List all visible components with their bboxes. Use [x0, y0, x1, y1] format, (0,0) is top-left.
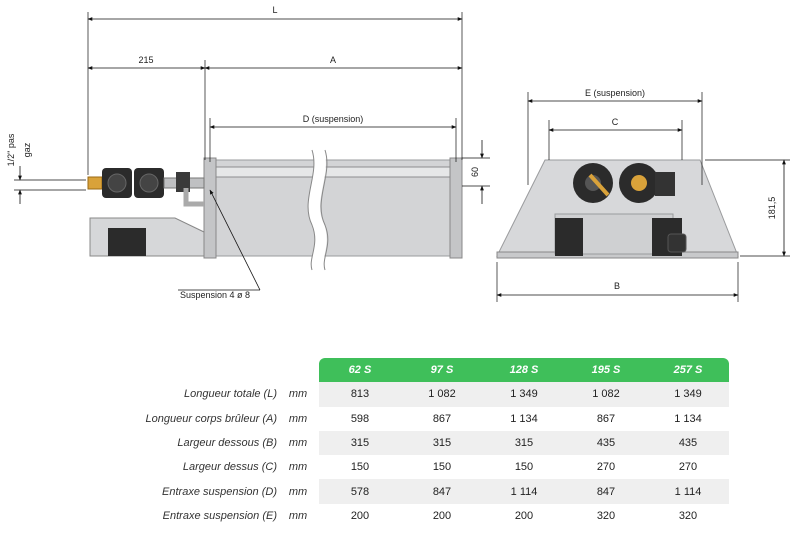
row-label: Largeur dessous (B): [177, 437, 277, 450]
dim-L-label: L: [272, 5, 277, 15]
table-cell: 1 114: [483, 479, 565, 504]
table-row: Largeur dessous (B) mm 315 315 315 435 4…: [100, 430, 729, 456]
table-cell: 1 082: [401, 382, 483, 407]
table-cell: 435: [647, 430, 729, 456]
burner-end-cap: [449, 157, 463, 259]
table-cell: 598: [319, 406, 401, 431]
gas-valve-1-knob: [107, 173, 127, 193]
table-cell: 200: [401, 503, 483, 529]
dim-gaz-label: gaz: [22, 142, 32, 157]
table-row: Entraxe suspension (E) mm 200 200 200 32…: [100, 503, 729, 529]
table-cell: 1 114: [647, 479, 729, 504]
burner-top-tube: [211, 166, 453, 178]
dim-C-label: C: [612, 117, 619, 127]
table-cell: 315: [401, 430, 483, 456]
table-row: Longueur corps brûleur (A) mm 598 867 1 …: [100, 406, 729, 431]
row-unit: mm: [288, 412, 308, 425]
valve-left-center: [585, 175, 601, 191]
dim-E-label: E (suspension): [585, 88, 645, 98]
table-cell: 270: [647, 455, 729, 480]
row-label: Largeur dessus (C): [182, 461, 277, 474]
table-cell: 1 134: [647, 406, 729, 431]
gas-inlet-fitting: [87, 176, 103, 190]
table-cell: 315: [319, 430, 401, 456]
suspension-note: Suspension 4 ø 8: [180, 290, 250, 300]
table-header-row: 62 S 97 S 128 S 195 S 257 S: [100, 358, 729, 383]
table-cell: 315: [483, 430, 565, 456]
table-cell: 867: [401, 406, 483, 431]
table-cell: 847: [401, 479, 483, 504]
table-cell: 200: [483, 503, 565, 529]
table-row: Longueur totale (L) mm 813 1 082 1 349 1…: [100, 382, 729, 407]
table-cell: 320: [647, 503, 729, 529]
table-row: Entraxe suspension (D) mm 578 847 1 114 …: [100, 479, 729, 504]
table-cell: 1 082: [565, 382, 647, 407]
dim-B-label: B: [614, 281, 620, 291]
dim-D-label: D (suspension): [303, 114, 364, 124]
table-cell: 270: [565, 455, 647, 480]
dim-181-label: 181,5: [767, 197, 777, 220]
row-label: Longueur corps brûleur (A): [145, 412, 277, 425]
table-cell: 150: [401, 455, 483, 480]
table-cell: 1 134: [483, 406, 565, 431]
technical-drawing: L 215 A D (suspension) 60 1/2" pas gaz S…: [6, 5, 790, 302]
table-cell: 150: [319, 455, 401, 480]
model-header: 97 S: [401, 358, 483, 383]
gas-valve-2-knob: [139, 173, 159, 193]
dim-pas-label: 1/2" pas: [6, 133, 16, 166]
dim-215-label: 215: [138, 55, 153, 65]
side-view: L 215 A D (suspension) 60 1/2" pas gaz S…: [6, 5, 490, 300]
gas-regulator: [176, 172, 190, 192]
table-cell: 1 349: [647, 382, 729, 407]
table-cell: 200: [319, 503, 401, 529]
valve-right-center: [631, 175, 647, 191]
table-cell: 578: [319, 479, 401, 504]
gas-pipe-elbow: [183, 188, 204, 207]
control-box-connector: [108, 228, 146, 256]
dim-60-label: 60: [470, 167, 480, 177]
control-box: [89, 217, 205, 257]
table-cell: 867: [565, 406, 647, 431]
row-unit: mm: [288, 461, 308, 474]
table-cell: 320: [565, 503, 647, 529]
row-unit: mm: [288, 485, 308, 498]
break-line-b: [320, 149, 329, 271]
specification-table: 62 S 97 S 128 S 195 S 257 S Longueur tot…: [100, 358, 729, 529]
row-label: Entraxe suspension (E): [162, 509, 277, 522]
model-header: 257 S: [647, 358, 729, 383]
table-cell: 847: [565, 479, 647, 504]
row-unit: mm: [288, 437, 308, 450]
table-cell: 435: [565, 430, 647, 456]
table-cell: 813: [319, 382, 401, 407]
table-cell: 150: [483, 455, 565, 480]
left-block: [555, 218, 583, 256]
front-view: E (suspension) C B 181,5: [496, 88, 790, 302]
model-header: 128 S: [483, 358, 565, 383]
row-label: Longueur totale (L): [184, 388, 277, 401]
right-connector: [667, 233, 687, 253]
break-line-a: [307, 149, 316, 271]
table-cell: 1 349: [483, 382, 565, 407]
table-row: Largeur dessus (C) mm 150 150 150 270 27…: [100, 455, 729, 480]
coil: [655, 172, 675, 196]
break-line: [308, 148, 327, 272]
model-header: 195 S: [565, 358, 647, 383]
model-header: 62 S: [319, 358, 401, 383]
dim-A-label: A: [330, 55, 336, 65]
burner-flange: [203, 157, 217, 259]
row-label: Entraxe suspension (D): [162, 485, 277, 498]
row-unit: mm: [288, 509, 308, 522]
row-unit: mm: [288, 388, 308, 401]
